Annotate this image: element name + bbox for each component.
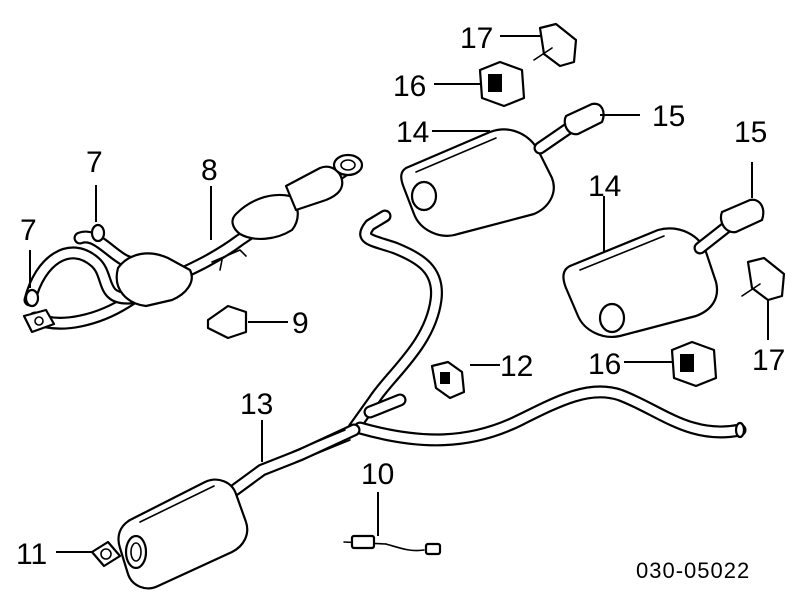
callout-15-lower: 15 (734, 116, 767, 149)
diagram-code: 030-05022 (636, 558, 750, 583)
callout-10: 10 (361, 458, 394, 491)
bracket-9 (206, 304, 248, 340)
callout-13: 13 (240, 388, 273, 421)
gasket-ring-lower (24, 288, 40, 308)
rubber-mount-lower (670, 340, 718, 388)
hanger-bracket-upper (533, 22, 578, 68)
flange-gasket (90, 540, 122, 568)
rear-exhaust-pipe-assembly (225, 209, 747, 499)
rear-muffler-left (400, 102, 605, 237)
rear-muffler-right (562, 198, 765, 338)
front-muffler (117, 478, 249, 590)
callout-17-lower: 17 (752, 344, 785, 377)
callout-17-upper: 17 (460, 22, 493, 55)
leader-lines (29, 35, 769, 553)
front-pipe-catalyst (22, 153, 364, 334)
oxygen-sensor (343, 534, 442, 556)
callout-14-lower: 14 (588, 170, 621, 203)
callout-16-lower: 16 (588, 348, 621, 381)
callout-7-upper: 7 (86, 146, 103, 179)
callout-9: 9 (292, 307, 309, 340)
rubber-mount-upper (478, 60, 526, 108)
hanger-12 (430, 360, 466, 400)
callout-12: 12 (500, 350, 533, 383)
callout-14-upper: 14 (396, 116, 429, 149)
callout-16-upper: 16 (393, 70, 426, 103)
callout-11: 11 (16, 538, 47, 571)
callout-8: 8 (201, 154, 218, 187)
hanger-bracket-lower (741, 256, 786, 302)
gasket-ring-upper (90, 223, 106, 243)
callout-15-upper: 15 (652, 100, 685, 133)
callout-7-lower: 7 (20, 214, 37, 247)
